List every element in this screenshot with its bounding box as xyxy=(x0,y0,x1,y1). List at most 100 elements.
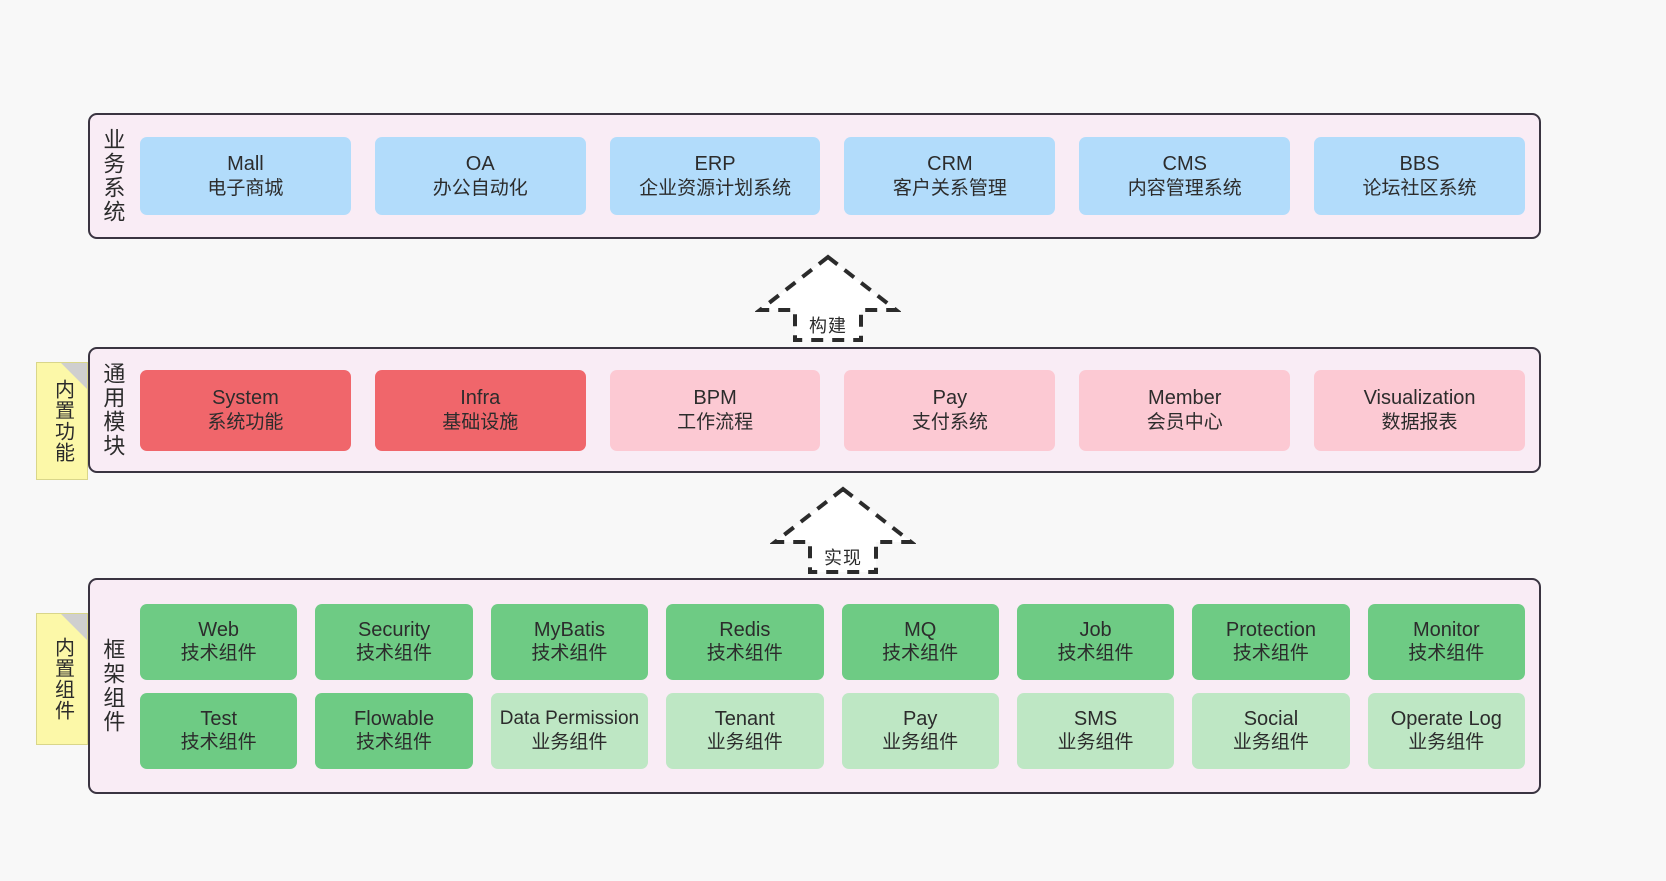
card-name: Flowable xyxy=(354,707,435,730)
card-desc: 技术组件 xyxy=(882,643,959,665)
common-card-bpm[interactable]: BPM 工作流程 xyxy=(609,369,821,451)
card-desc: 论坛社区系统 xyxy=(1362,177,1477,199)
business-card-erp[interactable]: ERP 企业资源计划系统 xyxy=(609,137,821,215)
folded-corner-icon xyxy=(61,363,87,389)
framework-component-layer: 框架组件 Web 技术组件 Security 技术组件 MyBatis 技术组件… xyxy=(88,578,1541,794)
common-card-pay[interactable]: Pay 支付系统 xyxy=(844,369,1056,451)
card-name: Data Permission xyxy=(499,708,640,730)
card-desc: 业务组件 xyxy=(531,731,608,753)
framework-card-operate-log[interactable]: Operate Log 业务组件 xyxy=(1367,692,1525,769)
business-card-cms[interactable]: CMS 内容管理系统 xyxy=(1079,137,1291,215)
card-desc: 技术组件 xyxy=(356,732,433,754)
card-name: BPM xyxy=(693,387,737,410)
framework-card-sms[interactable]: SMS 业务组件 xyxy=(1016,692,1175,769)
framework-card-web[interactable]: Web 技术组件 xyxy=(140,603,298,680)
card-name: System xyxy=(212,387,279,410)
card-desc: 企业资源计划系统 xyxy=(639,177,792,199)
card-name: Tenant xyxy=(714,707,775,730)
business-card-mall[interactable]: Mall 电子商城 xyxy=(140,137,351,215)
card-name: Protection xyxy=(1225,618,1316,641)
card-desc: 技术组件 xyxy=(180,732,257,754)
card-desc: 技术组件 xyxy=(1408,643,1485,665)
card-name: Mall xyxy=(227,153,264,176)
card-desc: 支付系统 xyxy=(911,411,988,433)
card-desc: 电子商城 xyxy=(207,177,284,199)
framework-card-mq[interactable]: MQ 技术组件 xyxy=(841,603,999,680)
business-layer-title: 业务系统 xyxy=(100,128,126,224)
business-system-layer: 业务系统 Mall 电子商城 OA 办公自动化 ERP 企业资源计划系统 CRM… xyxy=(88,113,1541,239)
card-desc: 基础设施 xyxy=(442,411,519,433)
framework-card-mybatis[interactable]: MyBatis 技术组件 xyxy=(490,603,649,680)
card-name: Visualization xyxy=(1363,387,1476,410)
card-desc: 会员中心 xyxy=(1146,411,1223,433)
common-card-visualization[interactable]: Visualization 数据报表 xyxy=(1314,369,1525,451)
framework-card-pay[interactable]: Pay 业务组件 xyxy=(841,692,999,769)
card-desc: 业务组件 xyxy=(1232,732,1309,754)
card-desc: 工作流程 xyxy=(677,411,754,433)
card-desc: 技术组件 xyxy=(1057,643,1134,665)
framework-card-flowable[interactable]: Flowable 技术组件 xyxy=(315,692,473,769)
card-name: MQ xyxy=(904,618,937,641)
card-desc: 技术组件 xyxy=(531,643,608,665)
build-arrow-label: 构建 xyxy=(809,316,847,336)
card-name: Security xyxy=(357,618,431,641)
card-desc: 数据报表 xyxy=(1381,411,1458,433)
build-arrow: 构建 xyxy=(755,252,901,344)
card-desc: 办公自动化 xyxy=(432,177,528,199)
framework-card-tenant[interactable]: Tenant 业务组件 xyxy=(666,692,824,769)
framework-row-tech: Web 技术组件 Security 技术组件 MyBatis 技术组件 Redi… xyxy=(140,603,1525,680)
card-name: Monitor xyxy=(1412,618,1480,641)
framework-card-protection[interactable]: Protection 技术组件 xyxy=(1192,603,1350,680)
card-desc: 业务组件 xyxy=(706,732,783,754)
business-card-oa[interactable]: OA 办公自动化 xyxy=(374,137,586,215)
card-name: BBS xyxy=(1399,153,1440,176)
card-desc: 系统功能 xyxy=(207,411,284,433)
business-card-crm[interactable]: CRM 客户关系管理 xyxy=(844,137,1056,215)
card-name: Infra xyxy=(460,387,501,410)
folded-corner-icon xyxy=(61,614,87,640)
card-name: OA xyxy=(465,153,495,176)
card-name: CMS xyxy=(1162,153,1207,176)
card-name: Redis xyxy=(719,618,771,641)
card-name: Job xyxy=(1079,618,1112,641)
common-card-member[interactable]: Member 会员中心 xyxy=(1079,369,1291,451)
card-desc: 业务组件 xyxy=(882,732,959,754)
common-layer-cards: System 系统功能 Infra 基础设施 BPM 工作流程 Pay 支付系统… xyxy=(134,349,1539,471)
card-desc: 技术组件 xyxy=(706,643,783,665)
card-desc: 业务组件 xyxy=(1057,732,1134,754)
card-desc: 技术组件 xyxy=(356,643,433,665)
card-name: Web xyxy=(198,618,240,641)
card-name: Pay xyxy=(902,707,938,730)
implement-arrow-label: 实现 xyxy=(824,548,862,568)
framework-layer-cards: Web 技术组件 Security 技术组件 MyBatis 技术组件 Redi… xyxy=(134,580,1539,792)
framework-card-social[interactable]: Social 业务组件 xyxy=(1192,692,1350,769)
card-name: ERP xyxy=(694,153,736,176)
common-card-infra[interactable]: Infra 基础设施 xyxy=(374,369,586,451)
framework-card-security[interactable]: Security 技术组件 xyxy=(315,603,473,680)
common-module-layer: 通用模块 System 系统功能 Infra 基础设施 BPM 工作流程 Pay… xyxy=(88,347,1541,473)
sticky-label: 内置组件 xyxy=(51,637,74,721)
framework-card-test[interactable]: Test 技术组件 xyxy=(140,692,298,769)
card-desc: 技术组件 xyxy=(180,643,257,665)
card-name: Test xyxy=(200,707,238,730)
framework-layer-title: 框架组件 xyxy=(100,638,126,734)
sticky-note-builtin-components: 内置组件 xyxy=(36,613,88,745)
common-card-system[interactable]: System 系统功能 xyxy=(140,369,351,451)
card-desc: 业务组件 xyxy=(1408,732,1485,754)
business-card-bbs[interactable]: BBS 论坛社区系统 xyxy=(1314,137,1525,215)
sticky-label: 内置功能 xyxy=(51,379,74,463)
framework-card-monitor[interactable]: Monitor 技术组件 xyxy=(1367,603,1525,680)
framework-card-job[interactable]: Job 技术组件 xyxy=(1016,603,1175,680)
card-desc: 技术组件 xyxy=(1232,643,1309,665)
card-name: Member xyxy=(1148,387,1222,410)
business-layer-cards: Mall 电子商城 OA 办公自动化 ERP 企业资源计划系统 CRM 客户关系… xyxy=(134,115,1539,237)
common-layer-title: 通用模块 xyxy=(100,362,126,458)
card-name: MyBatis xyxy=(533,618,605,641)
card-name: Operate Log xyxy=(1390,707,1502,730)
implement-arrow: 实现 xyxy=(770,484,916,576)
framework-card-data-permission[interactable]: Data Permission 业务组件 xyxy=(490,692,649,769)
framework-card-redis[interactable]: Redis 技术组件 xyxy=(666,603,824,680)
sticky-note-builtin-features: 内置功能 xyxy=(36,362,88,480)
card-name: SMS xyxy=(1073,707,1118,730)
